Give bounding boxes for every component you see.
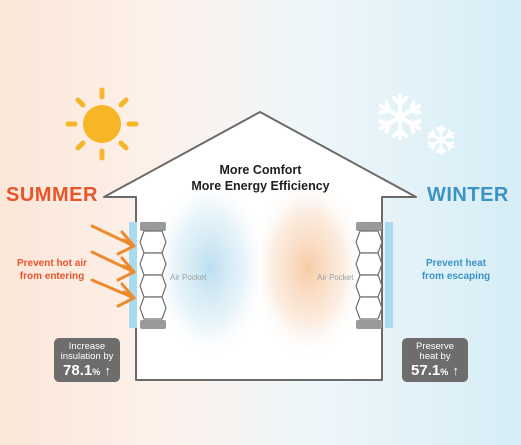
- arrow-up-icon: ↑: [104, 363, 111, 378]
- winter-stat-unit: %: [440, 367, 449, 377]
- winter-stat-badge: Preserve heat by 57.1% ↑: [402, 338, 468, 382]
- headline-line1: More Comfort: [219, 163, 302, 177]
- right-outer-panel: [385, 222, 393, 328]
- summer-stat-value: 78.1: [63, 362, 93, 379]
- winter-stat-value-row: 57.1% ↑: [405, 362, 465, 381]
- warm-interior-glow: [250, 176, 366, 360]
- cool-interior-glow: [152, 176, 268, 360]
- left-cap-top: [140, 222, 166, 231]
- sun-icon: [65, 87, 139, 161]
- winter-stat-line1: Preserve: [415, 341, 454, 352]
- air-pocket-label-left: Air Pocket: [170, 273, 207, 282]
- winter-caption-line2: from escaping: [421, 271, 491, 282]
- left-insulation: [129, 222, 167, 329]
- winter-caption-line1: Prevent heat: [425, 258, 487, 269]
- winter-label: WINTER: [427, 184, 509, 206]
- snowflake-icon: [375, 93, 425, 141]
- arrow-up-icon: ↑: [452, 363, 459, 378]
- summer-stat-line2: insulation by: [60, 351, 114, 362]
- left-outer-panel: [129, 222, 137, 328]
- heat-arrow-icon: [90, 224, 136, 308]
- headline-line2: More Energy Efficiency: [191, 179, 330, 193]
- winter-stat-value: 57.1: [411, 362, 441, 379]
- right-honeycomb: [355, 230, 383, 320]
- left-honeycomb: [139, 230, 167, 320]
- summer-stat-unit: %: [92, 367, 101, 377]
- left-cap-bottom: [140, 320, 166, 329]
- summer-stat-value-row: 78.1% ↑: [57, 362, 117, 381]
- summer-caption-line1: Prevent hot air: [16, 258, 88, 269]
- summer-caption-line2: from entering: [19, 271, 85, 282]
- summer-caption: Prevent hot air from entering: [4, 257, 100, 283]
- summer-label: SUMMER: [6, 184, 98, 206]
- right-cap-top: [356, 222, 382, 231]
- summer-stat-line1: Increase: [68, 341, 106, 352]
- snowflake-small-icon: [425, 124, 457, 156]
- summer-stat-badge: Increase insulation by 78.1% ↑: [54, 338, 120, 382]
- winter-caption: Prevent heat from escaping: [414, 257, 498, 283]
- air-pocket-label-right: Air Pocket: [317, 273, 354, 282]
- winter-stat-line2: heat by: [419, 351, 451, 362]
- right-cap-bottom: [356, 320, 382, 329]
- right-insulation: [355, 222, 393, 329]
- house: [103, 111, 417, 381]
